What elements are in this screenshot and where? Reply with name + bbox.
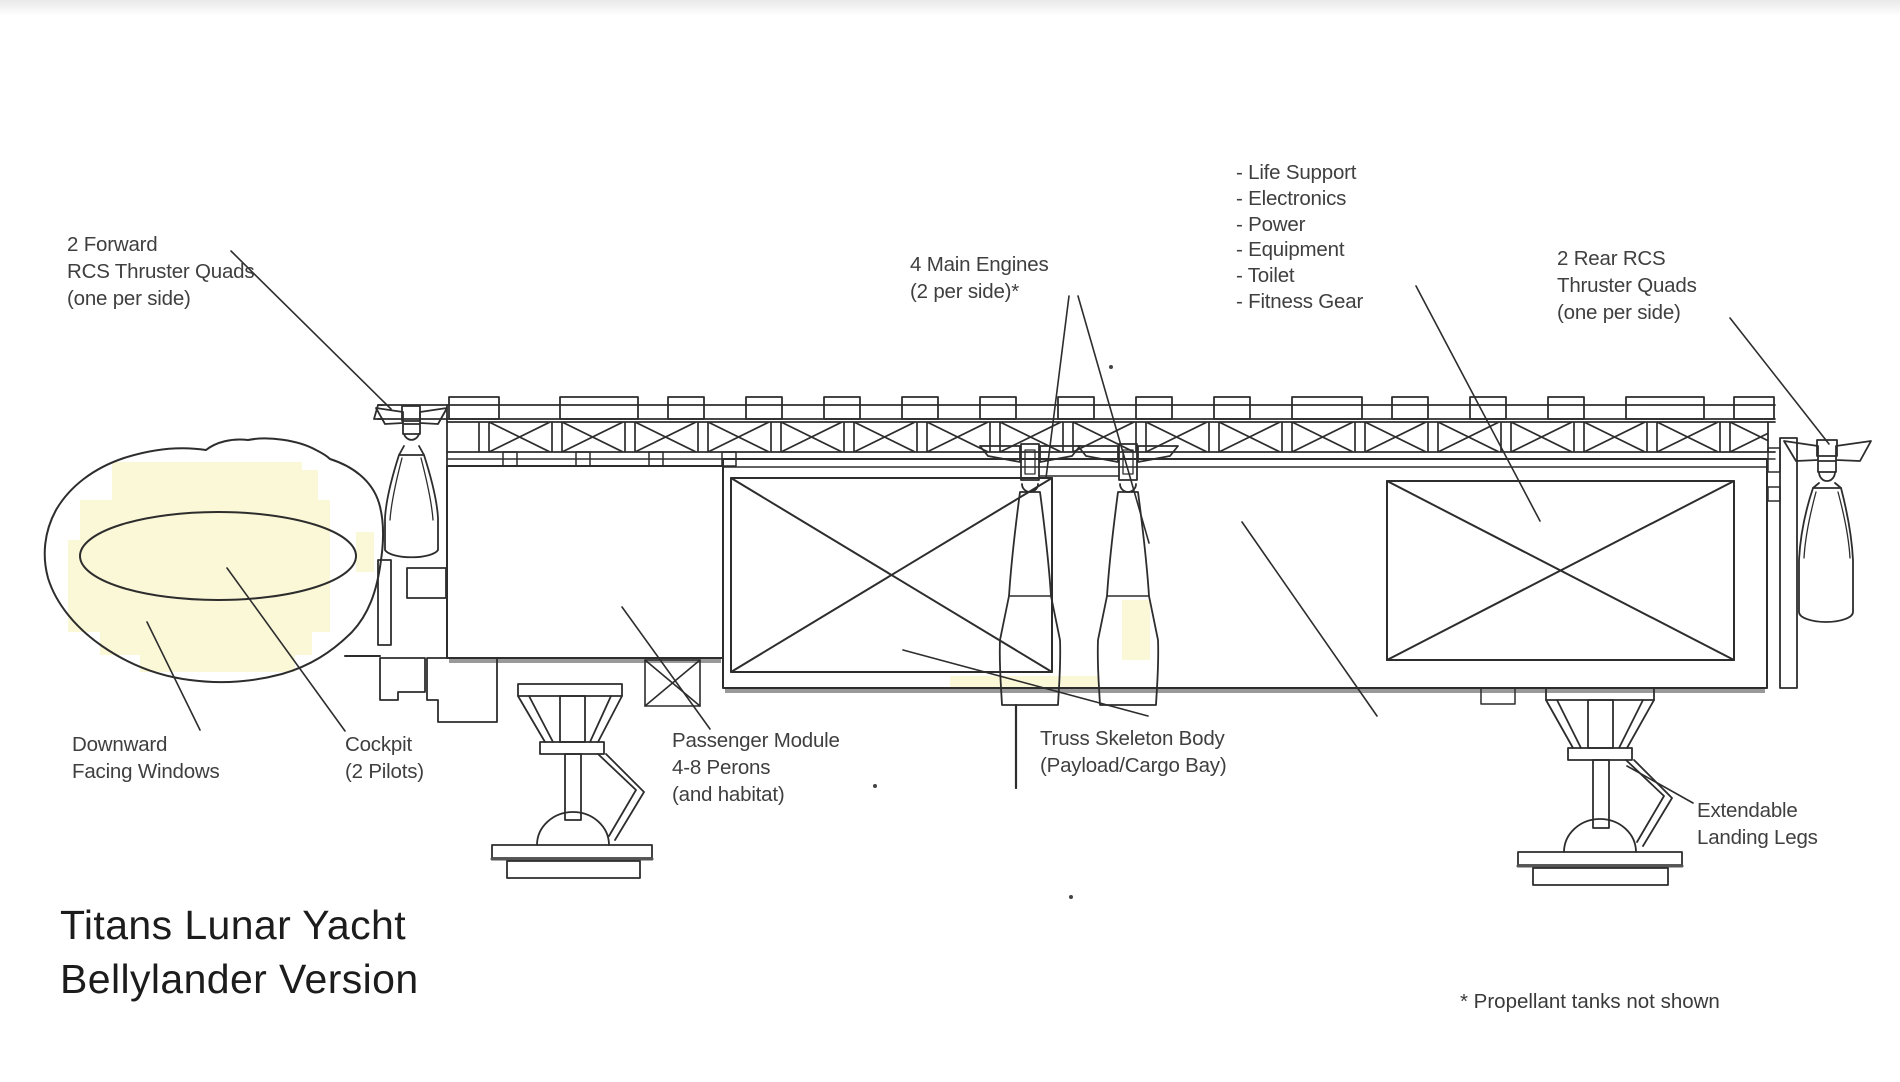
label-line: - Life Support — [1236, 161, 1357, 184]
label-landing-legs: Extendable Landing Legs — [1697, 797, 1818, 851]
title-line-2: Bellylander Version — [60, 956, 419, 1002]
rear-landing-leg — [1480, 687, 1684, 886]
main-engine-right — [1039, 443, 1179, 706]
cargo-crate-left — [730, 477, 1053, 673]
title-line-1: Titans Lunar Yacht — [60, 902, 407, 948]
shadow-lines — [449, 659, 1765, 693]
label-line: Passenger Module — [672, 729, 840, 752]
label-line: (one per side) — [1557, 301, 1681, 324]
leader-engine-left — [1045, 295, 1070, 479]
label-line: - Toilet — [1236, 264, 1295, 288]
cargo-bay-outer-box — [722, 458, 1768, 689]
label-line: (2 per side)* — [910, 280, 1020, 303]
leader-rear-rcs — [1729, 317, 1830, 445]
truss-blocks — [448, 396, 1775, 420]
label-line: Landing Legs — [1697, 826, 1818, 849]
label-line: Thruster Quads — [1557, 274, 1697, 297]
leader-engine-right — [1077, 295, 1150, 544]
label-truss-body: Truss Skeleton Body (Payload/Cargo Bay) — [1040, 725, 1227, 779]
leader-truss-body — [902, 649, 1149, 717]
cargo-crate-right — [1386, 480, 1735, 661]
forward-rcs-thruster — [375, 405, 448, 646]
label-line: (one per side) — [67, 287, 191, 310]
diagram-title: Titans Lunar Yacht Bellylander Version — [60, 898, 419, 1006]
stray-dots — [873, 365, 1113, 899]
label-rear-rcs: 2 Rear RCS Thruster Quads (one per side) — [1557, 245, 1697, 326]
label-line: 2 Rear RCS — [1557, 247, 1666, 270]
label-line: - Electronics — [1236, 186, 1347, 210]
label-windows: Downward Facing Windows — [72, 731, 220, 785]
main-engine-left — [979, 443, 1081, 790]
label-line: Facing Windows — [72, 760, 220, 783]
label-line: Cockpit — [345, 733, 412, 756]
module-rear-bracket — [644, 659, 701, 707]
under-cockpit-brackets — [379, 657, 498, 723]
leader-lines — [146, 250, 1830, 804]
label-line: - Power — [1236, 212, 1306, 236]
truss-x-bracing — [446, 404, 1776, 467]
leader-passenger — [621, 606, 711, 730]
label-line: (2 Pilots) — [345, 760, 424, 783]
label-line: Extendable — [1697, 799, 1798, 822]
label-main-engines: 4 Main Engines (2 per side)* — [910, 251, 1049, 305]
label-forward-rcs: 2 Forward RCS Thruster Quads (one per si… — [67, 231, 255, 312]
leader-forward-rcs — [230, 250, 392, 410]
leader-landing-legs — [1626, 765, 1694, 804]
label-line: 4-8 Perons — [672, 756, 771, 779]
label-line: (Payload/Cargo Bay) — [1040, 754, 1227, 777]
label-line: (and habitat) — [672, 783, 785, 806]
label-cockpit: Cockpit (2 Pilots) — [345, 731, 424, 785]
leader-cockpit — [226, 567, 346, 732]
leader-windows — [146, 621, 201, 731]
label-passenger-module: Passenger Module 4-8 Perons (and habitat… — [672, 727, 840, 808]
passenger-module-box — [446, 465, 724, 659]
page-top-shade — [0, 0, 1900, 16]
label-line: Downward — [72, 733, 168, 756]
label-line: - Fitness Gear — [1236, 289, 1364, 313]
label-line: Truss Skeleton Body — [1040, 727, 1225, 750]
footnote: * Propellant tanks not shown — [1460, 990, 1720, 1013]
truss-top-rail — [373, 404, 1776, 420]
label-line: 4 Main Engines — [910, 253, 1049, 276]
highlighter-patches — [68, 462, 1150, 687]
label-services-list: - Life Support - Electronics - Power - E… — [1236, 160, 1363, 315]
leader-truss-body-2 — [1241, 521, 1378, 717]
rear-rcs-thruster — [1783, 439, 1872, 623]
label-line: 2 Forward — [67, 233, 158, 256]
rear-end-panel — [1767, 437, 1798, 689]
label-line: RCS Thruster Quads — [67, 260, 255, 283]
leader-services — [1415, 285, 1541, 522]
downward-window-ellipse — [79, 511, 357, 601]
front-landing-leg — [490, 683, 654, 879]
label-line: - Equipment — [1236, 238, 1345, 262]
cockpit-pod — [43, 437, 385, 683]
